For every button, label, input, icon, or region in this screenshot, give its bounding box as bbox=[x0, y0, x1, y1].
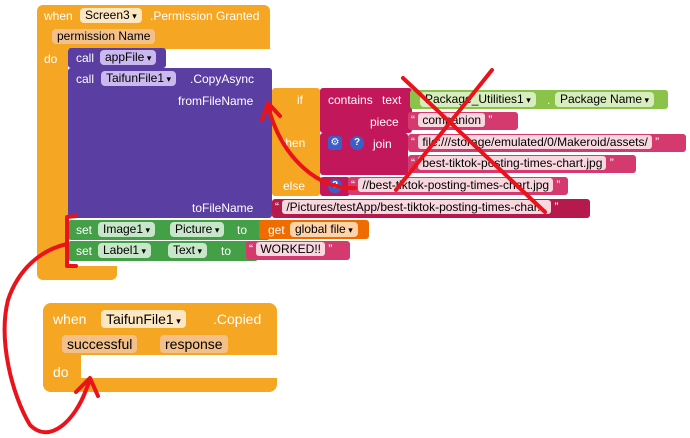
global-file-dropdown[interactable]: global file bbox=[290, 222, 358, 237]
get-label: get bbox=[268, 223, 285, 237]
worked-string-value[interactable]: WORKED!! bbox=[256, 242, 326, 256]
image1-dropdown[interactable]: Image1 bbox=[98, 222, 156, 237]
help-icon[interactable]: ? bbox=[350, 136, 364, 150]
do-label: do bbox=[44, 52, 58, 66]
param-permission-name[interactable]: permission Name bbox=[52, 29, 156, 44]
join-string-a-value[interactable]: file:///storage/emulated/0/Makeroid/asse… bbox=[418, 135, 652, 149]
copyasync-call-label: call bbox=[76, 72, 95, 86]
piece-string-value[interactable]: companion bbox=[418, 113, 486, 127]
copyasync-block[interactable] bbox=[68, 68, 272, 218]
event-permission-granted-spine bbox=[37, 48, 68, 270]
do-slot[interactable] bbox=[81, 360, 277, 378]
join-string-a[interactable]: “ file:///storage/emulated/0/Makeroid/as… bbox=[408, 134, 686, 152]
from-filename-label: fromFileName bbox=[178, 94, 254, 108]
dot-separator: . bbox=[547, 93, 551, 107]
join-label: join bbox=[373, 137, 392, 151]
when-label-2: when bbox=[53, 311, 87, 327]
if-label: if bbox=[297, 93, 303, 107]
set-label-2: set bbox=[76, 244, 93, 258]
piece-string[interactable]: “ companion ” bbox=[408, 112, 518, 130]
taifunfile1-event-dropdown[interactable]: TaifunFile1 bbox=[101, 310, 186, 328]
worked-string[interactable]: “ WORKED!! ” bbox=[246, 241, 350, 260]
else-string[interactable]: “ //best-tiktok-posting-times-chart.jpg … bbox=[348, 177, 568, 195]
text-dropdown[interactable]: Text bbox=[168, 243, 208, 258]
screen-dropdown[interactable]: Screen3 bbox=[80, 8, 142, 23]
else-string-value[interactable]: //best-tiktok-posting-times-chart.jpg bbox=[358, 178, 554, 192]
label1-dropdown[interactable]: Label1 bbox=[98, 243, 152, 258]
to-label-2: to bbox=[221, 244, 232, 258]
to-filename-label: toFileName bbox=[192, 201, 254, 215]
contains-label: contains bbox=[328, 93, 373, 107]
else-label: else bbox=[283, 179, 306, 193]
appfile-dropdown[interactable]: appFile bbox=[100, 50, 157, 65]
copied-event-label: .Copied bbox=[213, 311, 262, 327]
gear-icon[interactable]: ⚙ bbox=[328, 136, 342, 150]
call-label: call bbox=[76, 51, 95, 65]
when-label: when bbox=[44, 9, 73, 23]
to-filename-string[interactable]: “ /Pictures/testApp/best-tiktok-posting-… bbox=[272, 199, 590, 218]
package-name-dropdown[interactable]: Package Name bbox=[555, 92, 655, 107]
then-label: then bbox=[282, 136, 306, 150]
to-filename-value[interactable]: /Pictures/testApp/best-tiktok-posting-ti… bbox=[282, 200, 552, 214]
param-response[interactable]: response bbox=[160, 335, 228, 353]
taifunfile-dropdown[interactable]: TaifunFile1 bbox=[101, 71, 177, 86]
package-utilities-dropdown[interactable]: Package_Utilities1 bbox=[420, 92, 536, 107]
picture-dropdown[interactable]: Picture bbox=[170, 222, 225, 237]
to-label: to bbox=[237, 223, 248, 237]
event-name-label: .Permission Granted bbox=[150, 9, 260, 23]
param-successful[interactable]: successful bbox=[62, 335, 138, 353]
join-string-b[interactable]: “ best-tiktok-posting-times-chart.jpg ” bbox=[408, 155, 636, 173]
copyasync-method-label: .CopyAsync bbox=[190, 72, 255, 86]
do-label-2: do bbox=[53, 364, 69, 380]
else-help-icon[interactable]: ? bbox=[328, 179, 342, 193]
set-label: set bbox=[76, 223, 93, 237]
piece-label: piece bbox=[370, 115, 399, 129]
event-copied-foot bbox=[43, 378, 277, 392]
join-string-b-value[interactable]: best-tiktok-posting-times-chart.jpg bbox=[418, 156, 607, 170]
event-permission-granted-foot bbox=[37, 266, 117, 280]
contains-text-label: text bbox=[382, 93, 402, 107]
